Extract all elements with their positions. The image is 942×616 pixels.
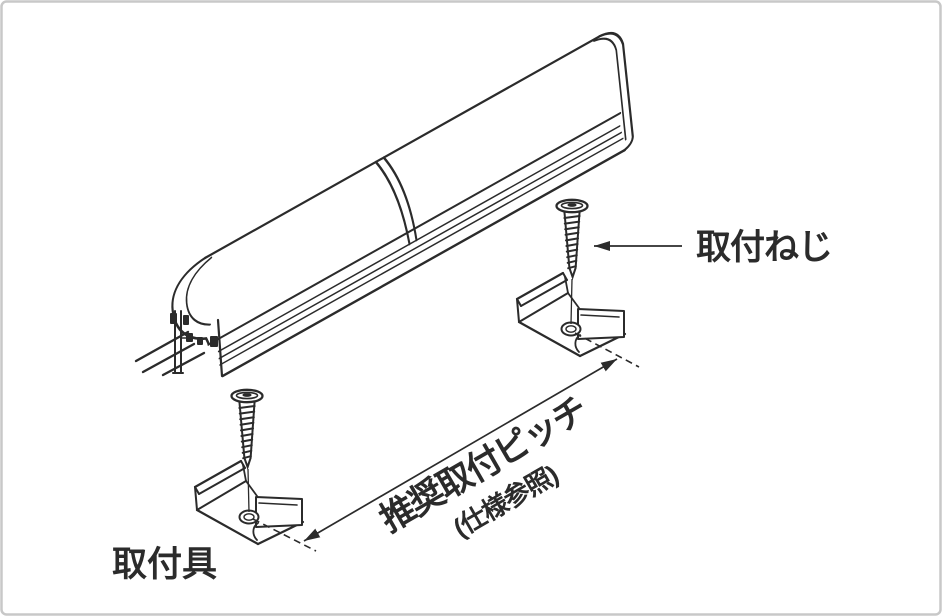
right-end-cap [593,31,634,152]
tube-joint-band [374,156,418,246]
left-end-connector [134,310,224,378]
tube-top-edge [203,35,601,260]
screw-guide-lines [247,278,573,513]
extension-dashed-lines [252,332,640,552]
light-fixture-drawing [171,31,634,378]
bracket-label: 取付具 [112,545,217,584]
supply-cables [134,330,206,377]
screw-label: 取付ねじ [696,228,832,267]
dimension-line [303,358,618,542]
